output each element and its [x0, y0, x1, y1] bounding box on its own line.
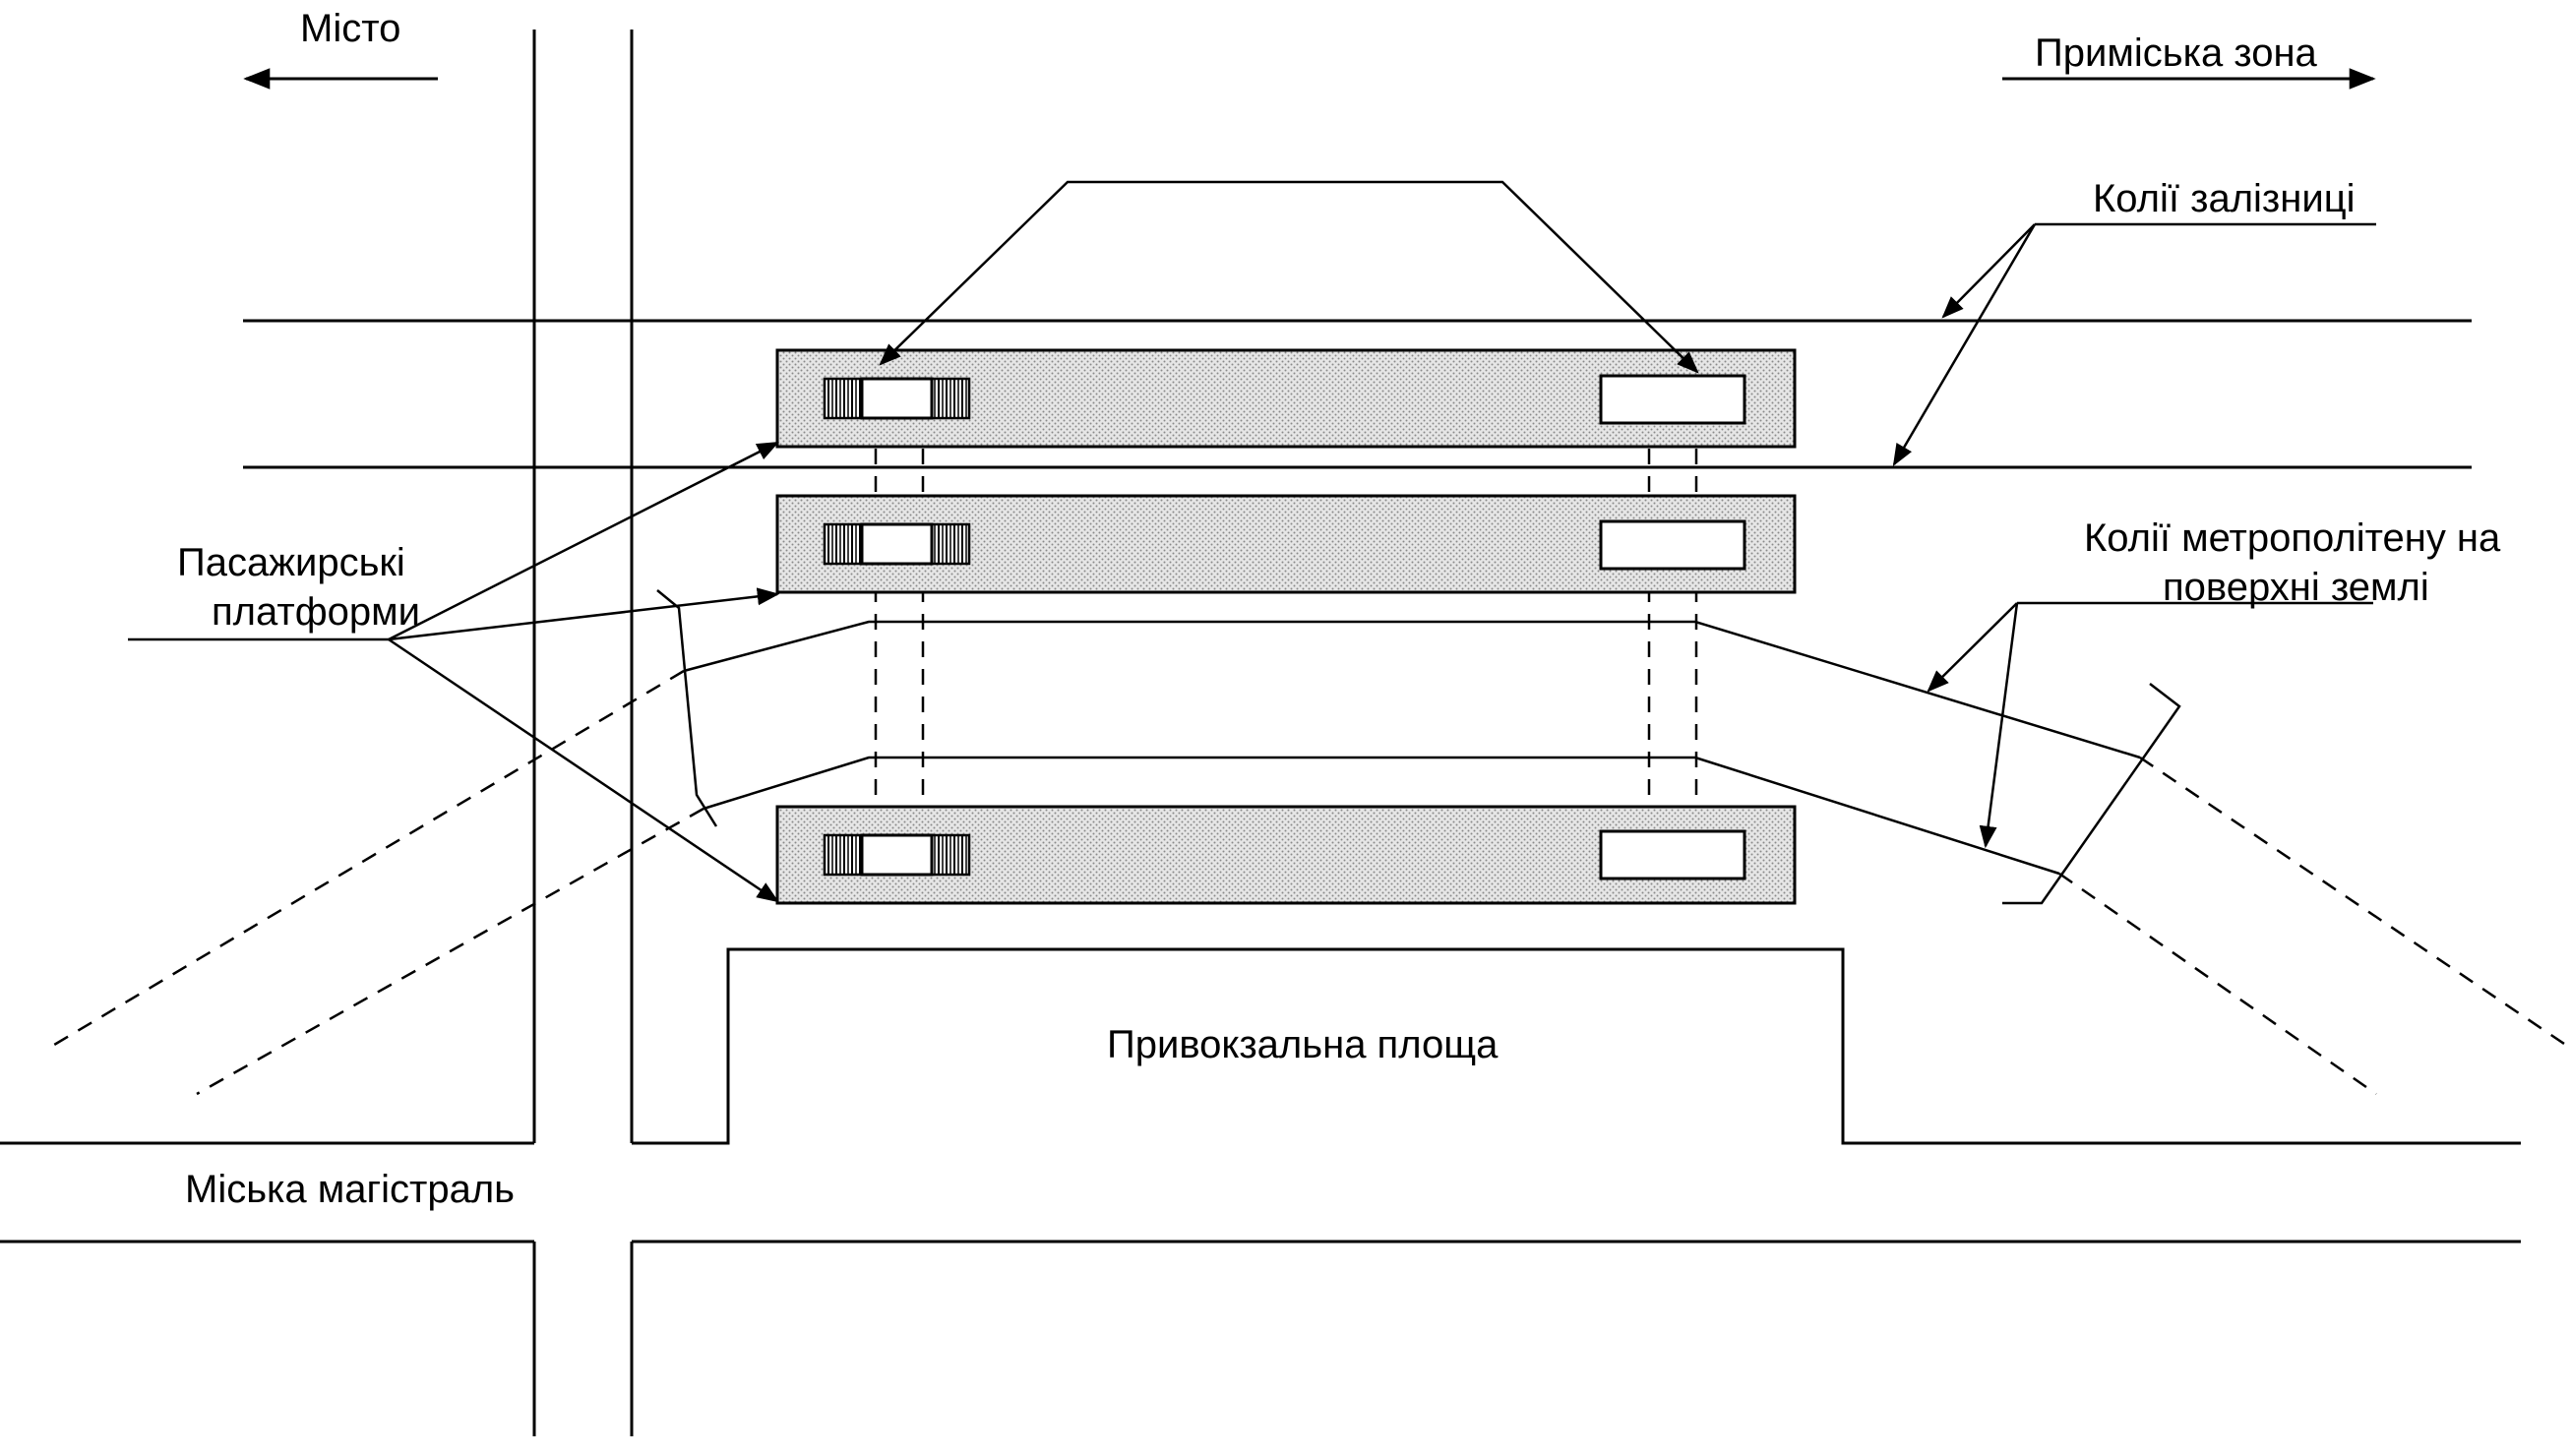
passage-exit	[1599, 519, 1746, 571]
metro-tracks	[48, 589, 2571, 1096]
passage-exit	[860, 522, 934, 566]
railway-tracks	[243, 319, 2472, 469]
platform-1	[775, 348, 1797, 449]
stairs-icon	[823, 377, 864, 420]
cross-street	[532, 30, 634, 1436]
passage-exit	[860, 377, 934, 420]
passage-exit	[1599, 829, 1746, 880]
passage-exit	[1599, 374, 1746, 425]
passage-exit	[860, 833, 934, 877]
suburb-label: Приміська зона	[2035, 31, 2318, 75]
stairs-icon	[823, 522, 864, 566]
city-label: Місто	[300, 7, 400, 50]
metro-tracks-label-2: поверхні землі	[2163, 566, 2429, 609]
stairs-icon	[823, 833, 864, 877]
stairs-icon	[930, 833, 971, 877]
passenger-platforms-label-1: Пасажирські	[177, 541, 405, 584]
suburb-direction: Приміська зона	[2002, 31, 2376, 90]
station-square: Привокзальна площа	[632, 947, 2521, 1145]
passage-callout	[879, 180, 1699, 374]
city-highway-label: Міська магістраль	[185, 1168, 515, 1211]
station-square-label: Привокзальна площа	[1107, 1023, 1499, 1066]
passenger-platforms-callout: Пасажирські платформи	[128, 441, 780, 903]
stairs-icon	[930, 522, 971, 566]
metro-tracks-callout: Колії метрополітену на поверхні землі	[1927, 516, 2501, 849]
metro-tracks-label-1: Колії метрополітену на	[2084, 516, 2501, 560]
platform-2	[775, 494, 1797, 594]
passenger-platforms-label-2: платформи	[212, 590, 420, 634]
stairs-icon	[930, 377, 971, 420]
railway-tracks-callout: Колії залізниці	[1892, 177, 2376, 466]
city-highway: Міська магістраль	[0, 1141, 2521, 1244]
underground-passages	[874, 421, 1698, 834]
city-direction: Місто	[243, 7, 438, 90]
platform-3	[775, 805, 1797, 905]
railway-tracks-label: Колії залізниці	[2093, 177, 2356, 220]
